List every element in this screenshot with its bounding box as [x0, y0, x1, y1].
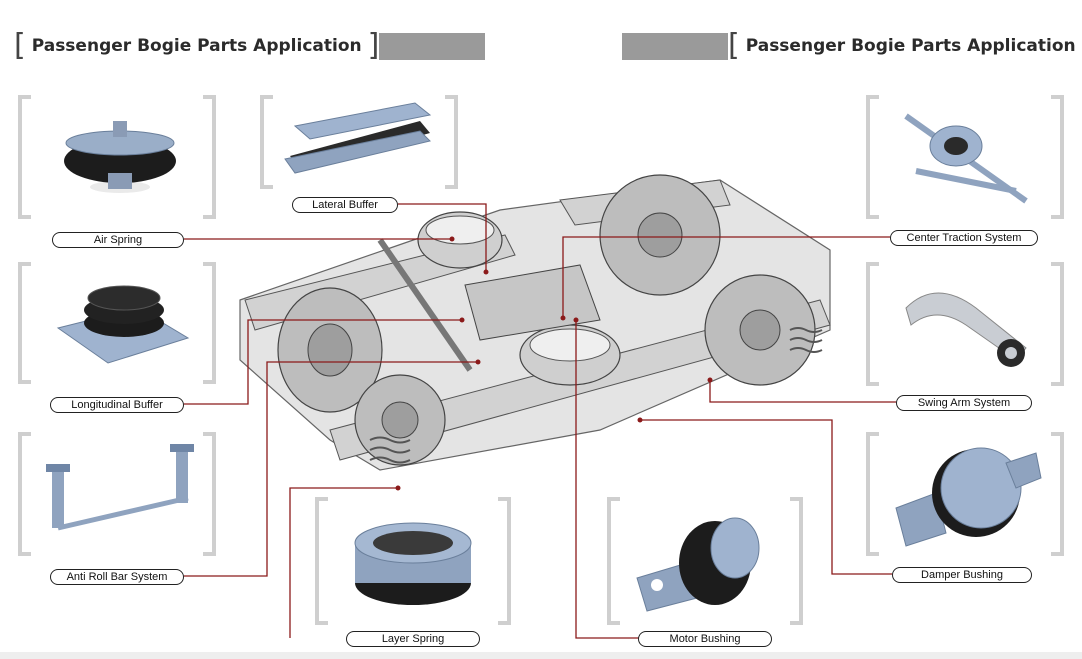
- frame-damper-bushing: [866, 432, 1064, 556]
- leader-motor-bushing: [575, 320, 640, 639]
- layer-spring-image: [354, 522, 472, 605]
- heading-bar: [622, 32, 728, 60]
- heading-bar: [379, 32, 486, 60]
- frame-lateral-buffer: [260, 95, 458, 189]
- label-longitudinal-buffer: Longitudinal Buffer: [50, 397, 184, 413]
- leader-anti-roll-bar: [184, 361, 478, 577]
- label-anti-roll-bar-system: Anti Roll Bar System: [50, 569, 184, 585]
- damper-bushing-image: [895, 447, 1042, 547]
- leader-center-traction: [562, 236, 890, 318]
- longitudinal-buffer-image: [56, 285, 190, 364]
- leader-layer-spring: [289, 487, 398, 638]
- heading-title-left: Passenger Bogie Parts Application: [31, 36, 362, 56]
- label-swing-arm-system: Swing Arm System: [896, 395, 1032, 411]
- label-damper-bushing: Damper Bushing: [892, 567, 1032, 583]
- label-lateral-buffer: Lateral Buffer: [292, 197, 398, 213]
- bracket-close: ]: [367, 28, 380, 63]
- anti-roll-bar-image: [46, 444, 194, 531]
- label-center-traction-system: Center Traction System: [890, 230, 1038, 246]
- air-spring-image: [64, 121, 176, 193]
- frame-layer-spring: [315, 497, 511, 625]
- heading-right: [ Passenger Bogie Parts Application ]: [622, 30, 1082, 62]
- bracket-open: [: [14, 28, 26, 63]
- heading-title-right: Passenger Bogie Parts Application: [745, 36, 1076, 56]
- frame-longitudinal-buffer: [18, 262, 216, 384]
- frame-anti-roll-bar: [18, 432, 216, 556]
- leader-lateral-buffer: [398, 203, 487, 272]
- leader-longitudinal-buffer: [184, 319, 462, 405]
- leader-swing-arm: [709, 380, 896, 403]
- center-traction-image: [904, 113, 1028, 204]
- frame-air-spring: [18, 95, 216, 219]
- label-air-spring: Air Spring: [52, 232, 184, 248]
- frame-motor-bushing: [607, 497, 803, 625]
- heading-left: [ Passenger Bogie Parts Application ]: [14, 28, 486, 63]
- footer-strip: [0, 652, 1082, 659]
- leader-damper-bushing: [640, 419, 892, 575]
- label-layer-spring: Layer Spring: [346, 631, 480, 647]
- frame-center-traction: [866, 95, 1064, 219]
- swing-arm-image: [905, 292, 1027, 367]
- frame-swing-arm: [866, 262, 1064, 386]
- label-motor-bushing: Motor Bushing: [638, 631, 772, 647]
- motor-bushing-image: [636, 517, 760, 612]
- lateral-buffer-image: [284, 102, 432, 174]
- bracket-open: [: [728, 28, 740, 63]
